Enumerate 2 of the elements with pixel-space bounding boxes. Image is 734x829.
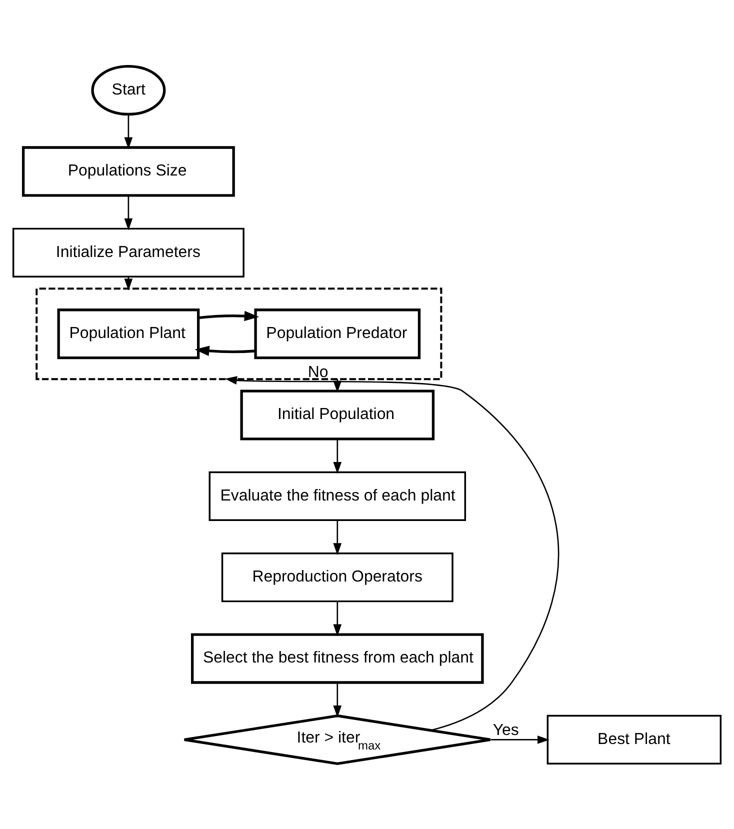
edge-label: Yes [492, 722, 519, 739]
edge-label: No [308, 364, 328, 381]
